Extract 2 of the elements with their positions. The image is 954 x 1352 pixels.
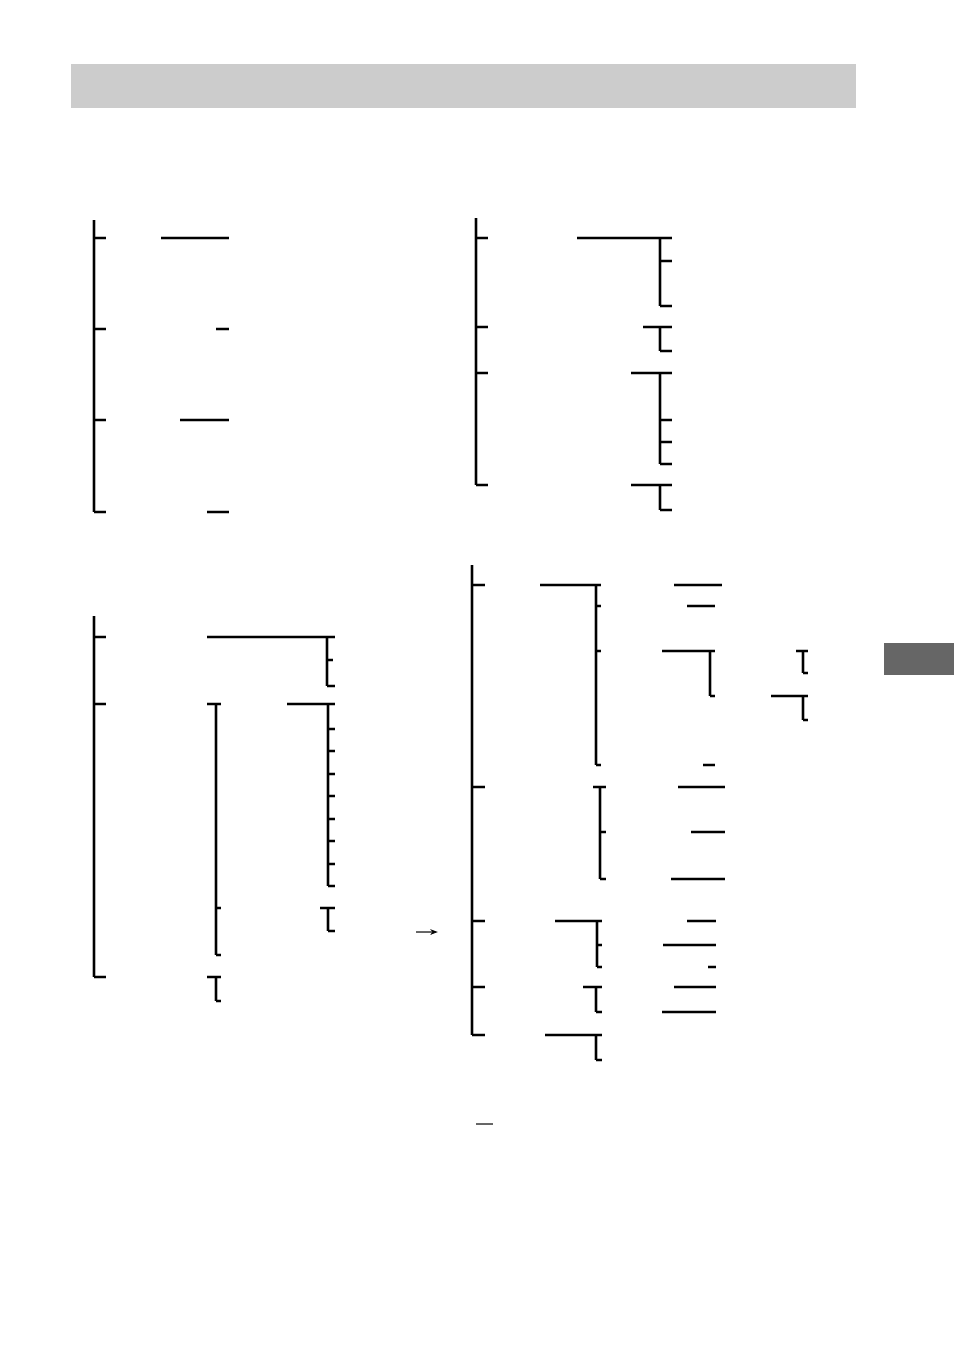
header-band <box>71 64 856 108</box>
page-tab <box>884 643 954 675</box>
